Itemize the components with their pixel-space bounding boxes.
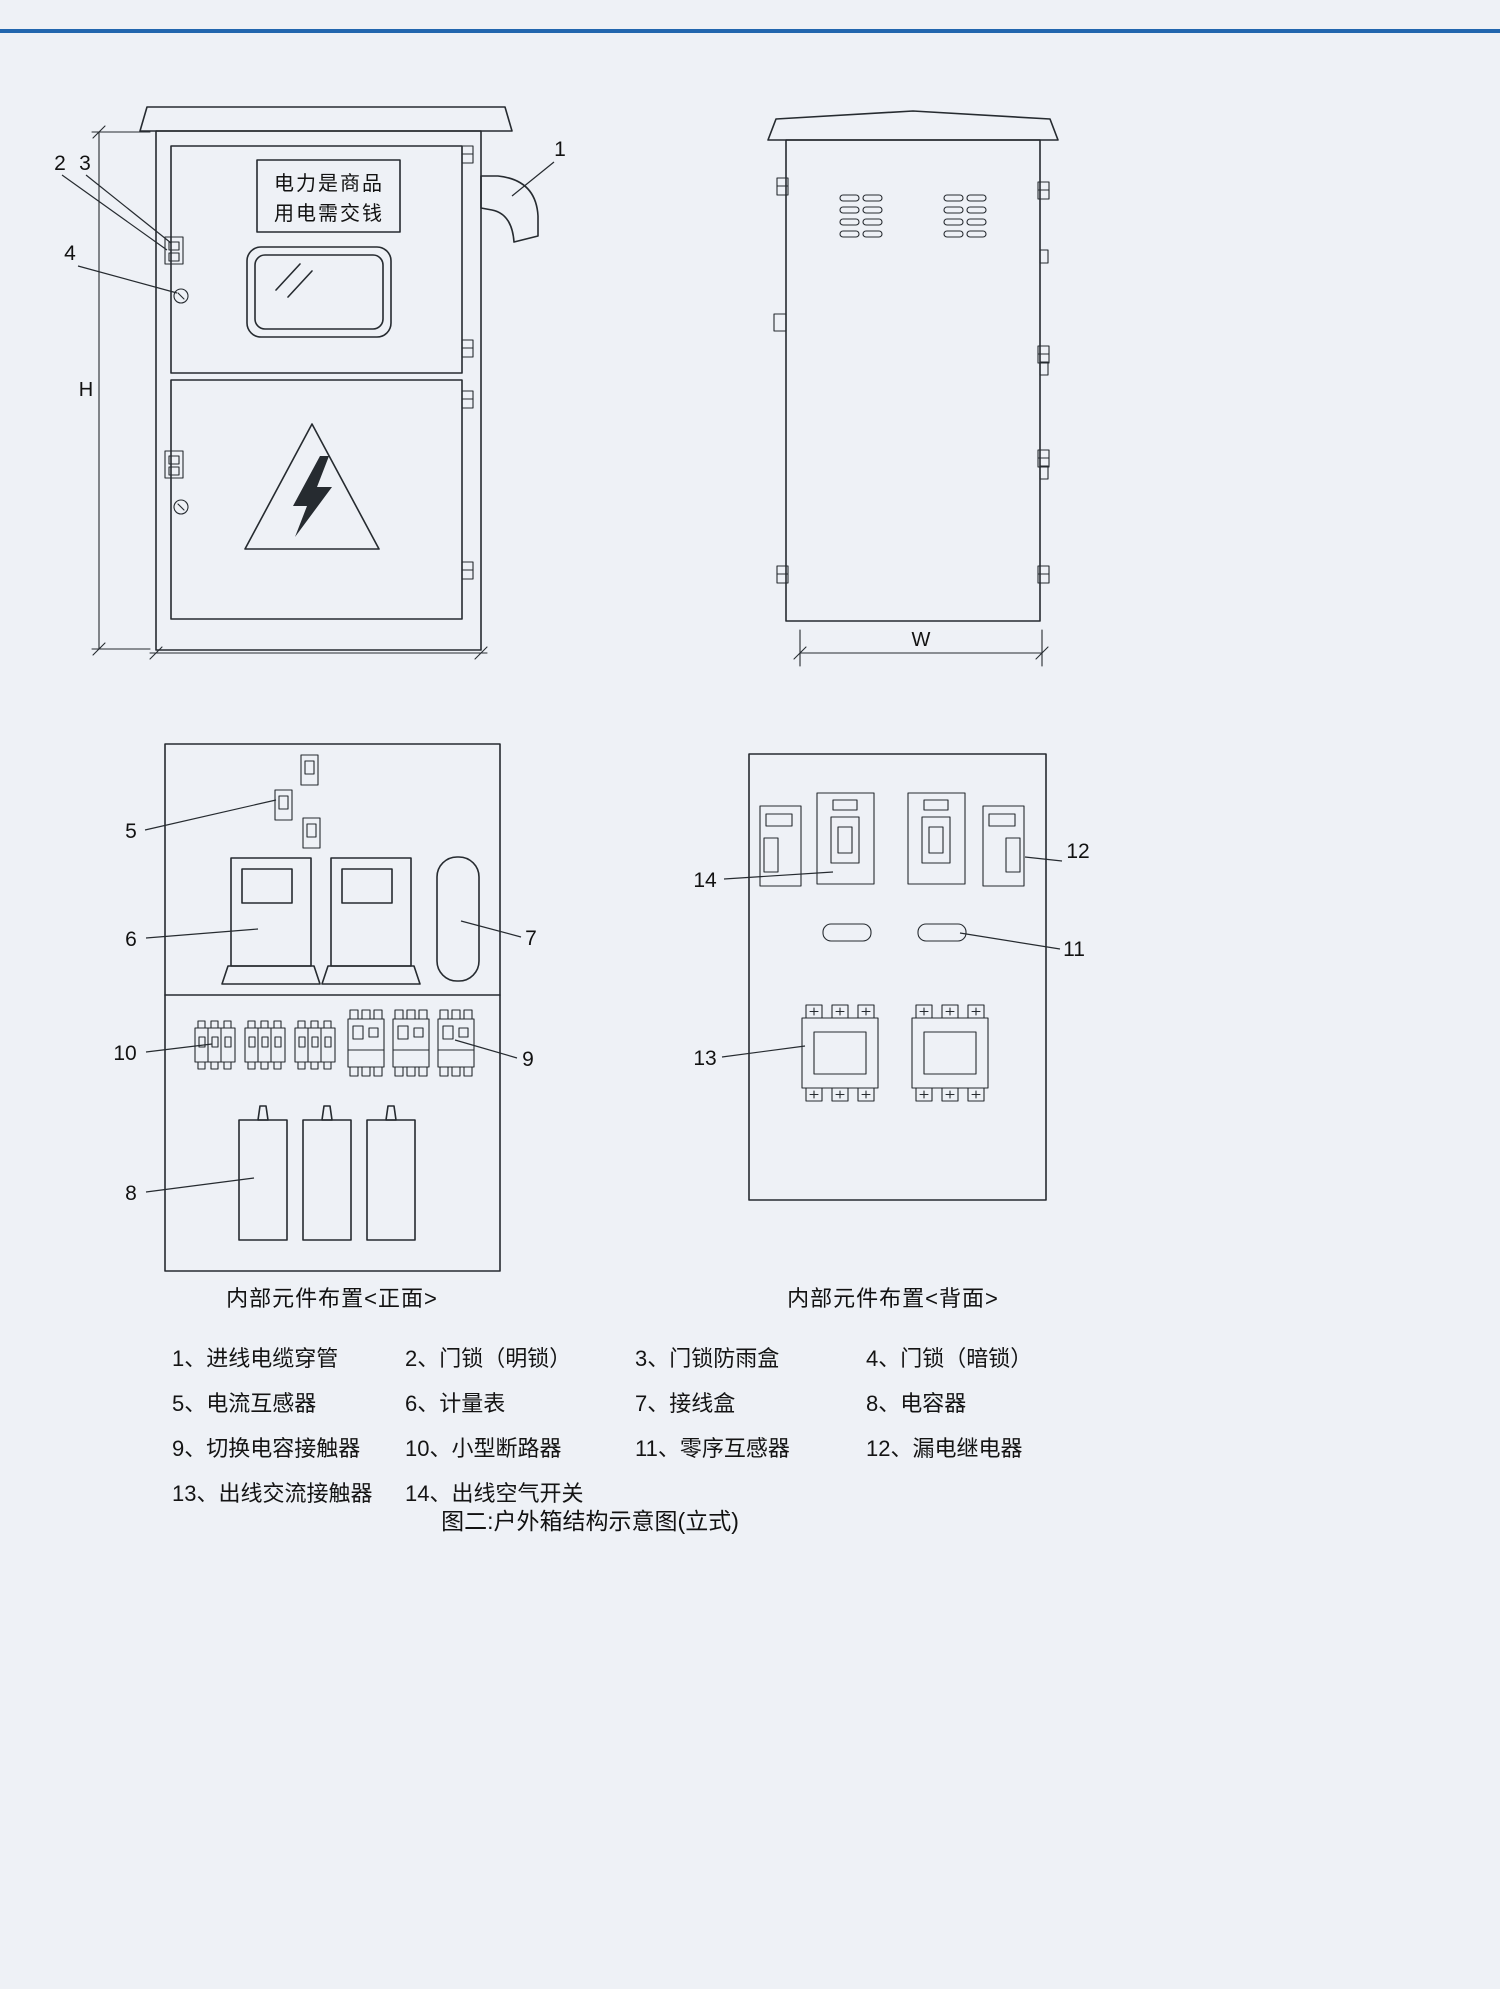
louver-right — [943, 194, 987, 238]
callout-7: 7 — [525, 927, 537, 950]
callout-11-leader — [959, 932, 1061, 950]
legend-item-12: 12、漏电继电器 — [866, 1436, 1023, 1461]
keyhole-lock-upper — [173, 288, 189, 304]
callout-3-leader — [85, 174, 172, 244]
legend-item-6: 6、计量表 — [405, 1391, 506, 1416]
callout-8-leader — [145, 1177, 255, 1193]
callout-9: 9 — [522, 1048, 534, 1071]
width-dimension-label: W — [912, 629, 931, 651]
internal-back-view: 14 12 11 13 — [693, 753, 1090, 1201]
sign-line-2: 用电需交钱 — [274, 202, 384, 225]
air-switch-1 — [816, 792, 875, 885]
cabinet-roof — [139, 106, 513, 132]
callout-5: 5 — [125, 820, 137, 843]
air-switch-2 — [907, 792, 966, 885]
inspection-window — [246, 246, 392, 338]
meter-2 — [321, 857, 421, 985]
ac-contactor-1 — [801, 1004, 879, 1102]
callout-1: 1 — [554, 138, 566, 161]
callout-11: 11 — [1063, 938, 1085, 961]
ac-contactor-2 — [911, 1004, 989, 1102]
back-roof — [767, 110, 1059, 141]
callout-3: 3 — [79, 152, 91, 175]
leakage-relay — [982, 805, 1025, 887]
callout-4-leader — [77, 265, 178, 294]
keyhole-lock-lower — [173, 499, 189, 515]
callout-6: 6 — [125, 928, 137, 951]
callout-7-leader — [460, 920, 522, 938]
back-view: W — [767, 110, 1059, 667]
legend-item-4: 4、门锁（暗锁） — [866, 1346, 1033, 1371]
callout-1-leader — [511, 161, 555, 197]
callout-14-leader — [723, 871, 834, 880]
sign-board — [256, 159, 401, 233]
legend-item-10: 10、小型断路器 — [405, 1436, 562, 1461]
callout-9-leader — [454, 1039, 518, 1059]
legend-item-9: 9、切换电容接触器 — [172, 1436, 361, 1461]
door-lock-lower — [164, 450, 184, 479]
callout-13: 13 — [693, 1047, 716, 1070]
junction-box — [436, 856, 480, 982]
callout-12: 12 — [1066, 840, 1089, 863]
louver-left — [839, 194, 883, 238]
callout-14: 14 — [693, 869, 717, 892]
legend-item-2: 2、门锁（明锁） — [405, 1346, 572, 1371]
front-width-dimension — [149, 646, 488, 660]
height-dimension — [91, 125, 151, 656]
lightning-icon — [293, 456, 332, 537]
internal-back-label: 内部元件布置<背面> — [787, 1286, 999, 1311]
front-view: 电力是商品 用电需交钱 — [54, 106, 566, 660]
callout-10: 10 — [113, 1042, 136, 1065]
callout-4: 4 — [64, 242, 76, 265]
figure-caption: 图二:户外箱结构示意图(立式) — [441, 1508, 739, 1534]
door-hinges — [461, 145, 474, 580]
legend: 1、进线电缆穿管 2、门锁（明锁） 3、门锁防雨盒 4、门锁（暗锁） 5、电流互… — [172, 1341, 1116, 1508]
legend-item-1: 1、进线电缆穿管 — [172, 1346, 339, 1371]
sign-line-1: 电力是商品 — [274, 172, 384, 195]
back-hinges — [773, 177, 1050, 584]
legend-item-13: 13、出线交流接触器 — [172, 1481, 373, 1506]
technical-drawing: 电力是商品 用电需交钱 — [54, 106, 1090, 1272]
back-body — [785, 139, 1041, 622]
door-lock-upper — [164, 236, 184, 265]
back-enclosure — [748, 753, 1047, 1201]
callout-8: 8 — [125, 1182, 137, 1205]
cabinet-body — [155, 130, 482, 651]
legend-item-14: 14、出线空气开关 — [405, 1481, 584, 1506]
legend-item-5: 5、电流互感器 — [172, 1391, 317, 1416]
callout-13-leader — [721, 1045, 806, 1058]
internal-front-label: 内部元件布置<正面> — [226, 1286, 438, 1311]
height-dimension-label: H — [79, 379, 93, 401]
zero-sequence-cts — [822, 923, 967, 942]
top-accent-rule — [0, 29, 1500, 33]
callout-2: 2 — [54, 152, 66, 175]
width-dimension — [793, 629, 1049, 667]
capacitor-contactors — [347, 1009, 475, 1077]
warning-triangle — [244, 423, 380, 550]
legend-item-7: 7、接线盒 — [635, 1391, 736, 1416]
relay-module — [759, 805, 802, 887]
meter-1 — [221, 857, 321, 985]
callout-6-leader — [145, 928, 259, 939]
callout-12-leader — [1024, 856, 1063, 862]
legend-item-8: 8、电容器 — [866, 1391, 967, 1416]
callout-5-leader — [144, 799, 277, 831]
cable-conduit — [480, 175, 539, 243]
front-enclosure — [164, 743, 501, 1272]
capacitors — [238, 1105, 416, 1241]
callout-2-leader — [61, 174, 168, 251]
legend-item-11: 11、零序互感器 — [635, 1436, 790, 1461]
mini-circuit-breakers — [194, 1020, 336, 1070]
callout-10-leader — [145, 1043, 213, 1053]
internal-front-view: 5 6 7 8 9 10 — [113, 743, 537, 1272]
current-transformers — [274, 754, 321, 849]
legend-item-3: 3、门锁防雨盒 — [635, 1346, 780, 1371]
